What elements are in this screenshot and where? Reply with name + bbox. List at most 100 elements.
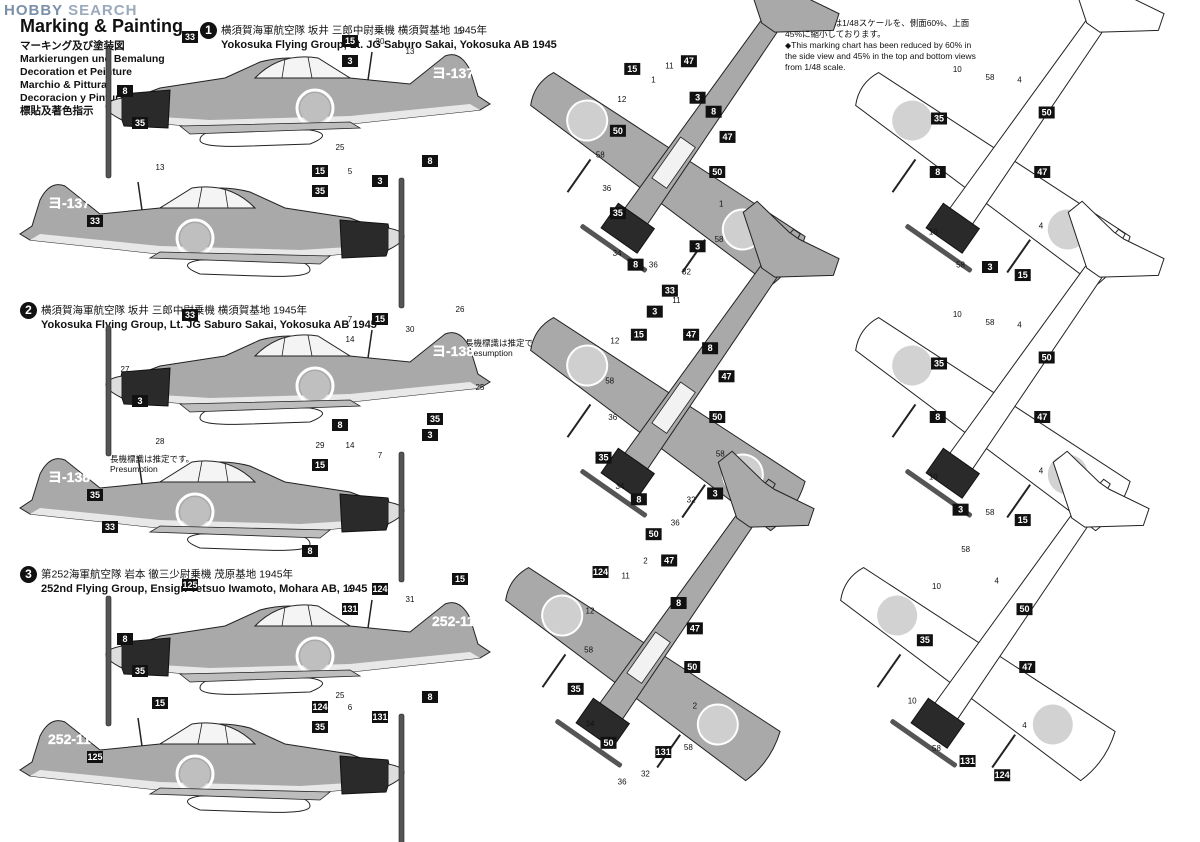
callout-label: 125 xyxy=(182,580,197,590)
callout-label: 26 xyxy=(456,305,465,314)
scheme-2-number: 2 xyxy=(20,302,37,319)
hinomaru-upper xyxy=(566,99,609,142)
callout-label: 8 xyxy=(708,343,713,353)
callout-box xyxy=(689,240,706,253)
callout-box xyxy=(670,596,687,609)
callout-box xyxy=(342,35,358,47)
callout-box xyxy=(661,554,678,567)
callout-label: 35 xyxy=(934,359,944,369)
tail-code: ヨ-138 xyxy=(48,469,90,485)
callout-label: 2 xyxy=(693,702,698,711)
callout-box xyxy=(609,207,626,220)
antenna-mast xyxy=(137,181,143,211)
canopy xyxy=(651,136,696,189)
callout-label: 47 xyxy=(664,555,674,565)
callout-box xyxy=(422,691,438,703)
canopy xyxy=(158,722,257,745)
callout-label: 15 xyxy=(315,166,325,176)
tailplane xyxy=(717,450,815,528)
callout-box xyxy=(87,751,103,763)
callout-box xyxy=(686,622,703,635)
callout-label: 32 xyxy=(641,770,650,779)
scheme-3-right-side-view xyxy=(19,713,405,842)
hinomaru-upper xyxy=(892,100,933,141)
canopy-frame-a xyxy=(281,58,286,79)
callout-label: 8 xyxy=(676,598,681,608)
callout-box xyxy=(332,419,348,431)
hinomaru-disc xyxy=(180,759,210,789)
callout-label: 8 xyxy=(122,634,127,644)
callout-label: 131 xyxy=(372,712,387,722)
callout-label: 7 xyxy=(348,315,353,324)
watermark-text-a: HOBBY xyxy=(4,2,63,19)
tailplane xyxy=(1067,200,1165,278)
scheme-1-caption: Yokosuka Flying Group, Lt. JG Saburo Sak… xyxy=(221,39,557,51)
tailplane xyxy=(742,200,840,278)
callout-label: 8 xyxy=(636,494,641,504)
callout-label: 50 xyxy=(613,126,623,136)
callout-label: 10 xyxy=(953,310,962,319)
propeller-blade xyxy=(398,713,405,842)
callout-box xyxy=(102,521,118,533)
callout-label: 5 xyxy=(348,167,353,176)
wing-cannon xyxy=(991,734,1016,769)
propeller-blade xyxy=(580,469,648,518)
propeller-blade xyxy=(398,177,405,309)
callout-label: 3 xyxy=(652,307,657,317)
callout-label: 35 xyxy=(920,635,930,645)
callout-label: 12 xyxy=(617,95,626,104)
belly-panel xyxy=(30,234,365,258)
callout-label: 4 xyxy=(1039,222,1044,231)
callout-label: 30 xyxy=(376,37,385,46)
hinomaru-lower xyxy=(1032,704,1073,745)
callout-label: 8 xyxy=(935,167,940,177)
callout-label: 36 xyxy=(671,518,680,527)
callout-label: 25 xyxy=(336,691,345,700)
callout-box xyxy=(372,711,388,723)
callout-box xyxy=(87,489,103,501)
wing-cannon xyxy=(1006,484,1031,519)
callout-label: 4 xyxy=(1017,75,1022,84)
canopy-frame-a xyxy=(224,724,229,745)
canopy-frame-a xyxy=(224,462,229,483)
callout-label: 47 xyxy=(684,56,694,66)
callout-box xyxy=(372,583,388,595)
callout-box xyxy=(372,175,388,187)
callout-label: 50 xyxy=(604,738,614,748)
callout-label: 35 xyxy=(90,490,100,500)
callout-box xyxy=(624,62,641,75)
callout-box xyxy=(427,413,443,425)
callout-box xyxy=(931,112,948,125)
hinomaru-lower xyxy=(696,703,739,746)
title-es: Decoracion y Pintura xyxy=(20,92,126,104)
callout-label: 3 xyxy=(958,505,963,515)
callout-label: 10 xyxy=(908,697,917,706)
callout-label: 58 xyxy=(961,545,970,554)
callout-box xyxy=(595,451,612,464)
callout-box xyxy=(422,155,438,167)
presumption-note-upper: 長機標識は推定です。 Presumption xyxy=(465,338,550,358)
scheme-1-right-side-view xyxy=(19,177,405,309)
callout-label: 58 xyxy=(605,376,614,385)
hinomaru-disc xyxy=(180,497,210,527)
canopy-frame-a xyxy=(224,188,229,209)
callout-label: 25 xyxy=(476,383,485,392)
hinomaru-disc xyxy=(300,93,330,123)
callout-label: 8 xyxy=(633,260,638,270)
scheme-2-caption: Yokosuka Flying Group, Lt. JG Saburo Sak… xyxy=(41,319,377,331)
callout-box xyxy=(1014,269,1031,282)
callout-box xyxy=(645,528,662,541)
engine-cowling xyxy=(339,755,391,795)
callout-label: 8 xyxy=(307,546,312,556)
callout-box xyxy=(117,633,133,645)
callout-label: 1 xyxy=(719,200,724,209)
canopy xyxy=(158,186,257,209)
antenna-mast xyxy=(137,717,143,747)
callout-box xyxy=(1038,106,1055,119)
page-title: Marking & Painting xyxy=(20,16,184,36)
callout-label: 3 xyxy=(695,241,700,251)
scale-note-en: ◆This marking chart has been reduced by … xyxy=(785,40,976,72)
scheme-1-top-view xyxy=(530,0,840,287)
callout-box xyxy=(312,721,328,733)
